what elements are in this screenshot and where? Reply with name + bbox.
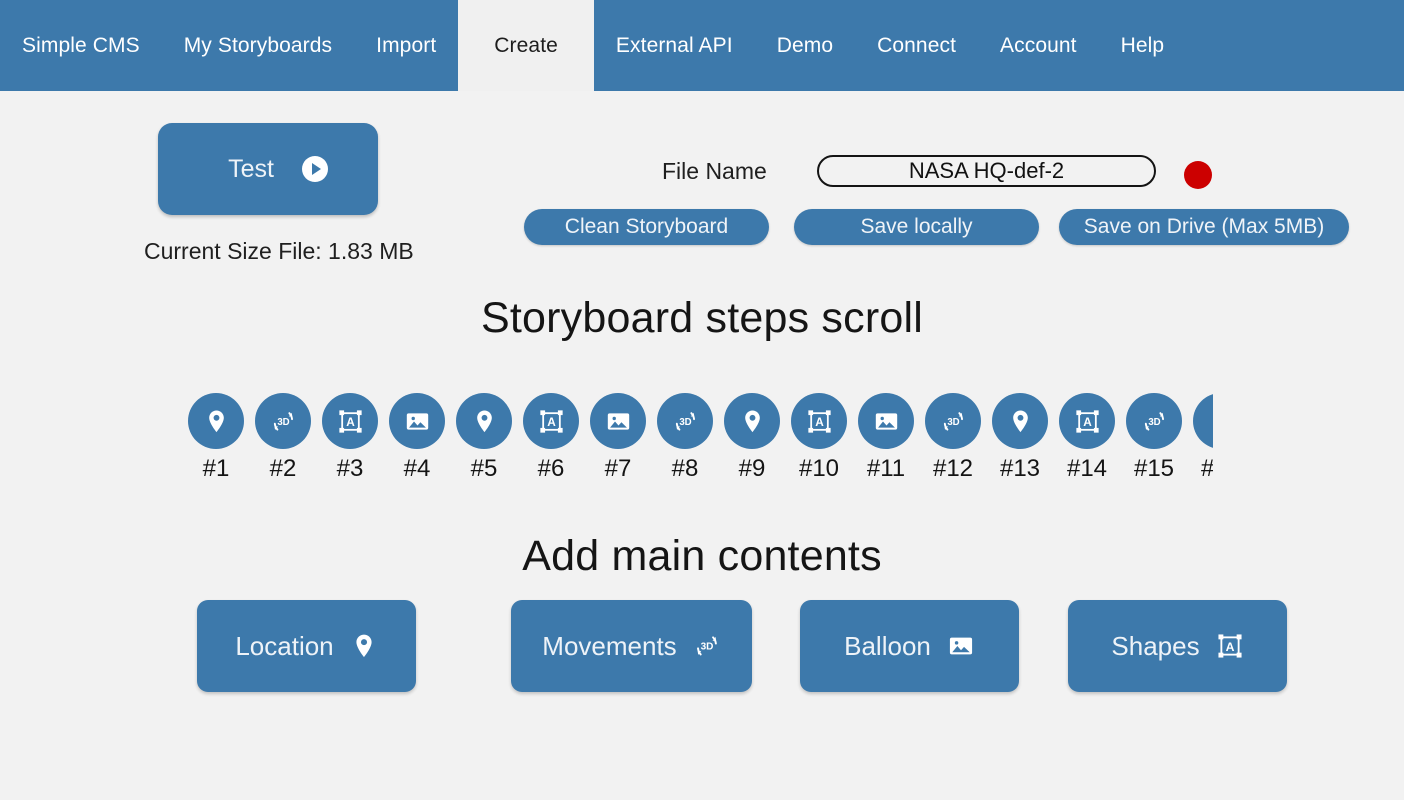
button-label: Shapes [1111, 630, 1200, 661]
rotate-3d-icon: 3D [693, 632, 721, 660]
step-number-label: #14 [1066, 455, 1108, 482]
storyboard-step[interactable]: A #10 [791, 393, 847, 483]
nav-item-help[interactable]: Help [1120, 33, 1165, 57]
svg-text:3D: 3D [1148, 416, 1160, 427]
storyboard-step[interactable]: #1 [188, 393, 244, 483]
add-balloon-button[interactable]: Balloon [800, 600, 1019, 692]
image-icon[interactable] [389, 393, 445, 449]
rotate-3d-icon[interactable]: 3D [925, 393, 981, 449]
nav-item-create[interactable]: Create [458, 0, 594, 91]
svg-text:3D: 3D [277, 416, 289, 427]
svg-text:A: A [815, 415, 824, 429]
step-number-label: #5 [470, 455, 498, 482]
shapes-text-box-icon[interactable]: A [322, 393, 378, 449]
storyboard-step[interactable]: 3D #12 [925, 393, 981, 483]
step-number-label: #10 [798, 455, 840, 482]
test-button[interactable]: Test [158, 123, 378, 215]
step-number-label: #15 [1133, 455, 1175, 482]
storyboard-step[interactable]: #13 [992, 393, 1048, 483]
step-number-label: #9 [738, 455, 766, 482]
storyboard-step[interactable]: #11 [858, 393, 914, 483]
rotate-3d-icon[interactable]: 3D [1126, 393, 1182, 449]
svg-text:A: A [1083, 415, 1092, 429]
svg-text:A: A [547, 415, 556, 429]
storyboard-steps-heading: Storyboard steps scroll [481, 294, 923, 342]
record-dot-icon[interactable] [1184, 161, 1212, 189]
nav-item-simple-cms[interactable]: Simple CMS [22, 33, 140, 57]
add-main-contents-heading: Add main contents [522, 532, 882, 580]
svg-text:3D: 3D [947, 416, 959, 427]
step-number-label: #1 [202, 455, 230, 482]
storyboard-step[interactable]: A #14 [1059, 393, 1115, 483]
file-name-input[interactable] [817, 155, 1156, 187]
step-number-label: #8 [671, 455, 699, 482]
step-number-label: #3 [336, 455, 364, 482]
step-number-label: #11 [866, 455, 906, 482]
storyboard-step[interactable]: #16 [1193, 393, 1213, 483]
nav-item-account[interactable]: Account [1000, 33, 1077, 57]
test-button-label: Test [228, 154, 274, 183]
location-pin-icon [350, 632, 378, 660]
storyboard-step[interactable]: #9 [724, 393, 780, 483]
svg-text:3D: 3D [679, 416, 691, 427]
step-number-label: #7 [604, 455, 632, 482]
rotate-3d-icon[interactable]: 3D [657, 393, 713, 449]
button-label: Balloon [844, 630, 931, 661]
add-movements-button[interactable]: Movements 3D [511, 600, 752, 692]
storyboard-step[interactable]: A #6 [523, 393, 579, 483]
save-on-drive-button[interactable]: Save on Drive (Max 5MB) [1059, 209, 1349, 245]
file-name-label: File Name [662, 158, 767, 184]
location-pin-icon[interactable] [992, 393, 1048, 449]
svg-text:A: A [1225, 640, 1234, 654]
svg-text:A: A [346, 415, 355, 429]
storyboard-step[interactable]: A #3 [322, 393, 378, 483]
storyboard-step[interactable]: #7 [590, 393, 646, 483]
storyboard-step[interactable]: #5 [456, 393, 512, 483]
button-label: Location [235, 630, 334, 661]
shapes-text-box-icon[interactable]: A [523, 393, 579, 449]
location-pin-icon[interactable] [456, 393, 512, 449]
storyboard-steps-track: #1 3D #2 A #3 #4 #5 A #6 #7 3D #8 #9 A #10 #11 3D #12 #13 A… [188, 393, 1213, 483]
step-number-label: #4 [403, 455, 431, 482]
add-shapes-button[interactable]: Shapes A [1068, 600, 1287, 692]
rotate-3d-icon[interactable]: 3D [255, 393, 311, 449]
image-icon [947, 632, 975, 660]
shapes-text-box-icon[interactable]: A [1059, 393, 1115, 449]
storyboard-step[interactable]: 3D #2 [255, 393, 311, 483]
location-pin-icon[interactable] [1193, 393, 1213, 449]
storyboard-step[interactable]: #4 [389, 393, 445, 483]
image-icon[interactable] [590, 393, 646, 449]
storyboard-step[interactable]: 3D #8 [657, 393, 713, 483]
storyboard-step[interactable]: 3D #15 [1126, 393, 1182, 483]
step-number-label: #2 [269, 455, 297, 482]
top-navigation-bar: Simple CMS My Storyboards Import Create Exte… [0, 0, 1404, 91]
button-label: Movements [542, 630, 677, 661]
step-number-label: #12 [932, 455, 974, 482]
clean-storyboard-button[interactable]: Clean Storyboard [524, 209, 769, 245]
location-pin-icon[interactable] [724, 393, 780, 449]
image-icon[interactable] [858, 393, 914, 449]
storyboard-steps-scroller[interactable]: #1 3D #2 A #3 #4 #5 A #6 #7 3D #8 #9 A #10 #11 3D #12 #13 A… [188, 393, 1213, 498]
save-locally-button[interactable]: Save locally [794, 209, 1039, 245]
step-number-label: #6 [537, 455, 565, 482]
location-pin-icon[interactable] [188, 393, 244, 449]
nav-item-connect[interactable]: Connect [877, 33, 957, 57]
current-file-size-text: Current Size File: 1.83 MB [144, 238, 414, 264]
nav-item-import[interactable]: Import [376, 33, 437, 57]
step-number-label: #16 [1200, 455, 1213, 482]
shapes-text-box-icon: A [1216, 632, 1244, 660]
shapes-text-box-icon[interactable]: A [791, 393, 847, 449]
play-circle-icon [301, 156, 328, 182]
nav-item-external-api[interactable]: External API [615, 33, 733, 57]
svg-text:3D: 3D [700, 642, 713, 653]
nav-item-demo[interactable]: Demo [776, 33, 834, 57]
step-number-label: #13 [999, 455, 1041, 482]
nav-item-my-storyboards[interactable]: My Storyboards [183, 33, 333, 57]
add-location-button[interactable]: Location [197, 600, 416, 692]
